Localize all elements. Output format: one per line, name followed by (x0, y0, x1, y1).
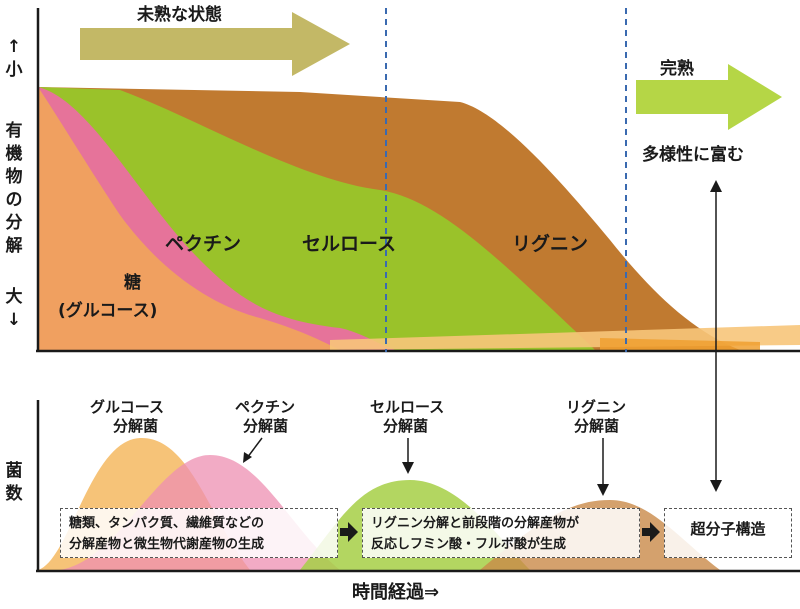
pectin-pointer-line (246, 437, 263, 459)
ripeness-link-arrow-up (710, 180, 722, 192)
residual-band-2 (600, 338, 760, 350)
cellulose-pointer-head (402, 462, 414, 474)
lignin-microbe-label-1: リグニン (566, 398, 626, 416)
process-box-decomposition: 糖類、タンパク質、繊維質などの 分解産物と微生物代謝産物の生成 (60, 508, 338, 558)
cellulose-microbe-label-1: セルロース (370, 398, 444, 416)
process-box-supramolecular: 超分子構造 (664, 508, 792, 558)
y-axis-title-bottom: 菌数 (5, 461, 23, 504)
y-large-marker: 大↓ (5, 287, 23, 330)
sugar-area (38, 87, 340, 350)
cellulose-microbe-label-2: 分解菌 (383, 417, 428, 435)
sugar-label-2: (グルコース) (58, 300, 157, 321)
diversity-label: 多様性に富む (642, 144, 744, 165)
process-box-1-line-1: 糖類、タンパク質、繊維質などの (69, 516, 265, 531)
process-box-humification: リグニン分解と前段階の分解産物が 反応しフミン酸・フルボ酸が生成 (362, 508, 640, 558)
ripe-arrow (636, 64, 782, 130)
pectin-microbe-label-2: 分解菌 (243, 417, 288, 435)
y-small-marker: ↑小 (5, 37, 23, 80)
unripe-label: 未熟な状態 (136, 4, 222, 25)
ripeness-link-arrow-down (710, 480, 722, 492)
ripe-label: 完熟 (660, 58, 694, 79)
process-box-2-line-2: 反応しフミン酸・フルボ酸が生成 (371, 537, 567, 552)
x-axis-label: 時間経過⇒ (352, 581, 439, 603)
pectin-pointer-head (243, 452, 252, 463)
process-box-1-line-2: 分解産物と微生物代謝産物の生成 (69, 537, 265, 552)
glucose-microbe-label-2: 分解菌 (113, 417, 158, 435)
lignin-label: リグニン (512, 232, 588, 255)
process-box-3-label: 超分子構造 (690, 520, 766, 538)
glucose-microbe-label-1: グルコース (90, 398, 164, 416)
cellulose-label: セルロース (302, 233, 396, 255)
flow-arrow-1 (340, 522, 358, 542)
sugar-label-1: 糖 (124, 272, 141, 293)
flow-arrow-2 (642, 522, 660, 542)
lignin-microbe-label-2: 分解菌 (574, 417, 619, 435)
unripe-arrow (80, 12, 350, 76)
pectin-label: ペクチン (165, 233, 241, 255)
lignin-pointer-head (597, 484, 609, 496)
pectin-microbe-label-1: ペクチン (235, 398, 295, 416)
process-box-2-line-1: リグニン分解と前段階の分解産物が (371, 516, 580, 531)
y-axis-title-top: 有機物の分解 (5, 121, 23, 256)
